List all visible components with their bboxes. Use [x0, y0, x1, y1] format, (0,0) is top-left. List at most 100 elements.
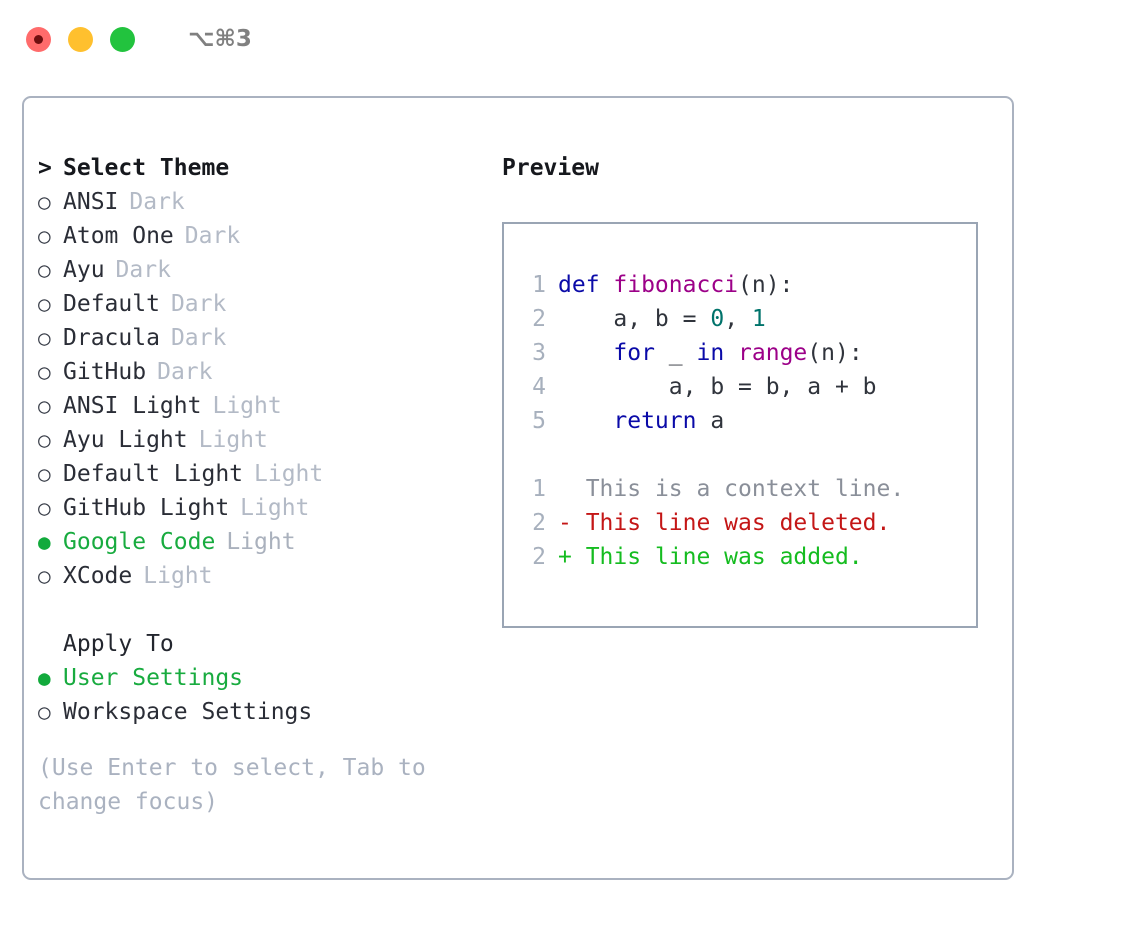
keyboard-shortcut-label: ⌥⌘3: [188, 25, 252, 52]
list-spacer: [38, 593, 498, 627]
line-number: 2: [532, 306, 546, 332]
theme-name: ANSI Light: [63, 393, 202, 419]
diff-sample: 1 This is a context line.2- This line wa…: [504, 472, 976, 574]
apply-to-item[interactable]: ○Workspace Settings: [38, 695, 498, 729]
line-number: 3: [532, 340, 546, 366]
theme-name: ANSI: [63, 189, 119, 215]
theme-variant-tag: Dark: [115, 257, 171, 283]
token-pl: a, b = b, a + b: [558, 374, 877, 400]
diff-line: 2- This line was deleted.: [504, 506, 976, 540]
line-number: 2: [532, 510, 546, 536]
close-button[interactable]: [26, 26, 51, 52]
theme-name: XCode: [63, 563, 133, 589]
diff-text: This line was deleted.: [585, 510, 891, 536]
code-line: 5 return a: [504, 404, 976, 438]
theme-variant-tag: Light: [198, 427, 268, 453]
code-text: a, b = b, a + b: [558, 370, 877, 404]
theme-variant-tag: Dark: [129, 189, 185, 215]
diff-marker: [558, 472, 586, 506]
theme-variant-tag: Light: [240, 495, 310, 521]
token-pl: [558, 408, 613, 434]
token-pl: [724, 340, 738, 366]
maximize-button[interactable]: [110, 26, 135, 52]
radio-unselected-icon: ○: [38, 564, 51, 588]
theme-list-item[interactable]: ○ ANSI Light Light: [38, 389, 498, 423]
diff-text: This line was added.: [585, 544, 863, 570]
token-pl: a: [696, 408, 725, 434]
token-kw: return: [613, 408, 697, 434]
theme-variant-tag: Light: [226, 529, 296, 555]
code-line: 3 for _ in range(n):: [504, 336, 976, 370]
code-diff-spacer: [504, 438, 976, 472]
radio-unselected-icon: ○: [38, 326, 51, 350]
theme-list-item[interactable]: ○ Ayu Light Light: [38, 423, 498, 457]
apply-to-title: Apply To: [63, 631, 174, 657]
radio-unselected-icon: ○: [38, 224, 51, 248]
title-bar: ⌥⌘3: [0, 0, 1140, 78]
code-line: 4 a, b = b, a + b: [504, 370, 976, 404]
theme-name: Ayu Light: [63, 427, 188, 453]
caret-icon: >: [38, 155, 52, 181]
theme-picker-title: Select Theme: [63, 155, 230, 181]
theme-list-item[interactable]: ○ Default Dark: [38, 287, 498, 321]
radio-unselected-icon: ○: [38, 428, 51, 452]
apply-to-label: Workspace Settings: [63, 699, 313, 725]
radio-unselected-icon: ○: [38, 462, 51, 486]
theme-list-item[interactable]: ○ GitHub Light Light: [38, 491, 498, 525]
radio-selected-icon: ●: [38, 666, 51, 690]
line-number: 2: [532, 544, 546, 570]
theme-variant-tag: Light: [254, 461, 324, 487]
theme-name: Atom One: [63, 223, 174, 249]
theme-name: GitHub Light: [63, 495, 230, 521]
theme-name: GitHub: [63, 359, 147, 385]
diff-marker: -: [558, 510, 586, 536]
token-pl: _: [654, 340, 697, 366]
line-number: 1: [532, 476, 546, 502]
radio-unselected-icon: ○: [38, 394, 51, 418]
code-text: return a: [558, 404, 724, 438]
code-line: 1 def fibonacci(n):: [504, 268, 976, 302]
theme-variant-tag: Light: [212, 393, 282, 419]
token-pl: (n):: [807, 340, 863, 366]
line-number: 5: [532, 408, 546, 434]
minimize-button[interactable]: [68, 26, 93, 52]
theme-variant-tag: Dark: [170, 291, 227, 317]
apply-to-header: ○ Apply To: [38, 627, 498, 661]
theme-list-item[interactable]: ○ Atom One Dark: [38, 219, 498, 253]
token-pl: (n):: [738, 272, 794, 298]
token-num: 1: [751, 306, 766, 332]
theme-variant-tag: Dark: [184, 223, 241, 249]
radio-unselected-icon: ○: [38, 496, 51, 520]
diff-line: 2 + This line was added.: [504, 540, 976, 574]
token-pl: ,: [724, 306, 752, 332]
diff-text: This is a context line.: [585, 476, 905, 502]
token-kw: in: [696, 340, 725, 366]
apply-to-item[interactable]: ●User Settings: [38, 661, 498, 695]
apply-to-list: ●User Settings○Workspace Settings: [38, 661, 498, 729]
window-controls: [26, 26, 135, 52]
theme-variant-tag: Dark: [157, 359, 213, 385]
theme-picker-header: > Select Theme: [38, 151, 498, 185]
code-text: a, b = 0, 1: [558, 302, 766, 336]
code-text: def fibonacci(n):: [558, 268, 793, 302]
radio-unselected-icon: ○: [38, 292, 51, 316]
diff-line: 1 This is a context line.: [504, 472, 976, 506]
diff-marker: +: [558, 544, 586, 570]
line-number: 1: [532, 272, 546, 298]
theme-variant-tag: Dark: [170, 325, 227, 351]
token-pl: a, b =: [558, 306, 711, 332]
keyboard-hint-text: (Use Enter to select, Tab to change focu…: [38, 755, 440, 815]
theme-name: Default: [63, 291, 160, 317]
